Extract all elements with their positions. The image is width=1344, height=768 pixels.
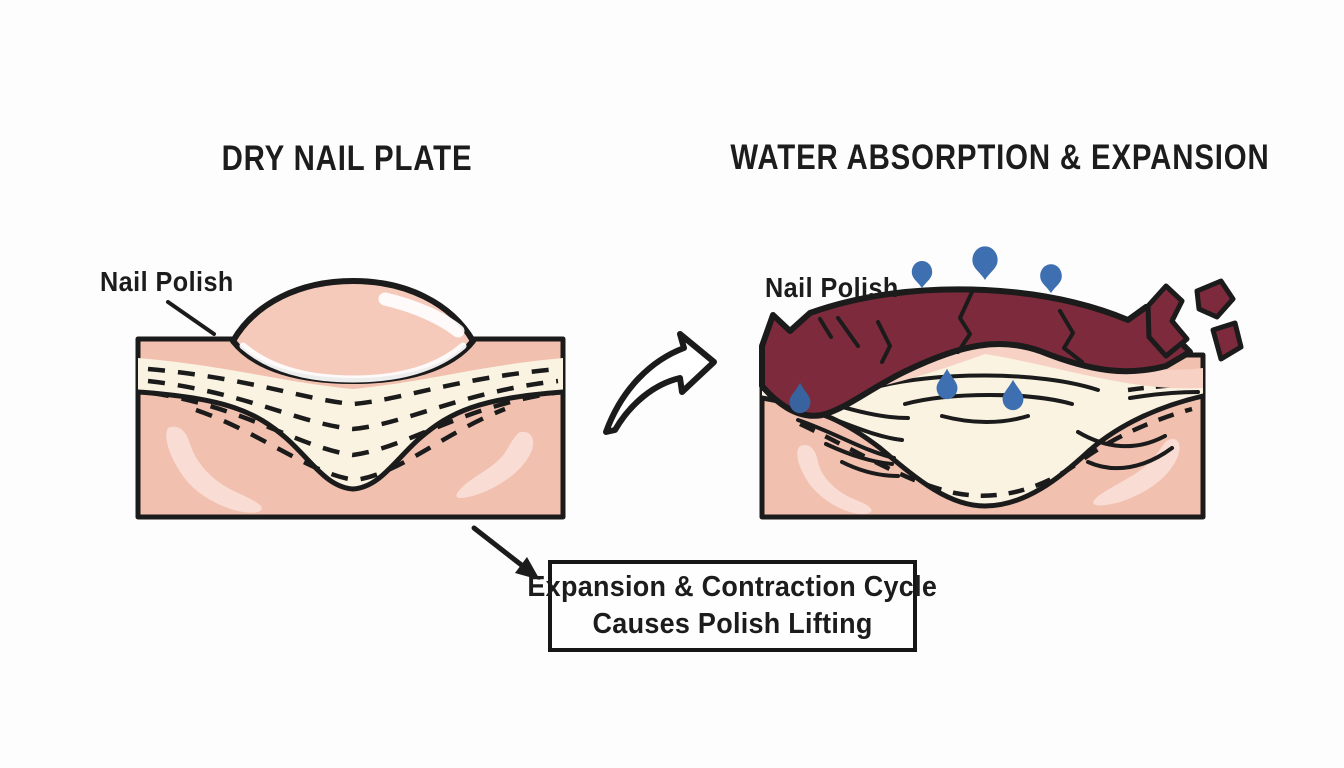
polish-crack [1058, 309, 1084, 364]
nail-polish-label-right: Nail Polish [765, 272, 899, 303]
water-droplet-icon [1040, 264, 1062, 294]
water-droplet-icon [972, 246, 998, 280]
keratin-layer-line [151, 390, 555, 458]
absorbed-droplet-icon [936, 368, 958, 400]
expansion-line [940, 414, 1030, 424]
dome-gloss-highlight [378, 292, 465, 338]
expansion-line [1128, 390, 1200, 400]
left-panel-title: DRY NAIL PLATE [221, 139, 473, 178]
skin-highlight [797, 444, 872, 515]
nail-plate-dry [138, 358, 563, 489]
polish-lifting-flake [1145, 283, 1190, 359]
expansion-line [840, 460, 900, 478]
expansion-line [824, 442, 894, 466]
keratin-layer-line [147, 366, 559, 407]
expansion-line [796, 418, 896, 460]
caption-line-2: Causes Polish Lifting [592, 608, 873, 640]
expansion-line [1076, 430, 1167, 449]
skin-highlight [166, 426, 262, 513]
wet-nail-cross-section [759, 246, 1244, 520]
transition-arrow-icon [603, 331, 717, 435]
polish-chip [1194, 278, 1236, 320]
polish-chip [1210, 320, 1244, 362]
polish-crack [876, 320, 892, 364]
nail-plate-outline [759, 393, 1206, 509]
label-pointer-line-right [836, 316, 860, 348]
expansion-line [870, 373, 1100, 392]
dry-nail-cross-section [135, 278, 566, 520]
keratin-layer-line [147, 378, 559, 432]
polish-crack [818, 317, 833, 339]
expansion-line [1086, 446, 1174, 471]
right-panel-title: WATER ABSORPTION & EXPANSION [730, 138, 1270, 177]
caption-line-1: Expansion & Contraction Cycle [527, 570, 938, 603]
nail-plate-outline [135, 389, 566, 492]
polish-crack [956, 290, 974, 354]
nail-polish-label-left: Nail Polish [100, 266, 234, 297]
artwork [135, 246, 1244, 580]
label-pointer-line-left [166, 300, 216, 336]
skin-highlight [456, 431, 534, 498]
expansion-line [903, 393, 1074, 406]
caption-arrow-icon [471, 525, 540, 580]
polish-layer-cracked [759, 286, 1193, 419]
caption-box: Expansion & Contraction Cycle Causes Pol… [528, 560, 937, 652]
expansion-dashed-line [799, 406, 1193, 498]
absorbed-droplet-icon [1002, 379, 1024, 411]
water-droplet-icon [911, 260, 933, 289]
keratin-layer-line [195, 406, 506, 483]
dome-inner-sheen [239, 342, 467, 383]
absorbed-droplet-icon [789, 382, 811, 414]
